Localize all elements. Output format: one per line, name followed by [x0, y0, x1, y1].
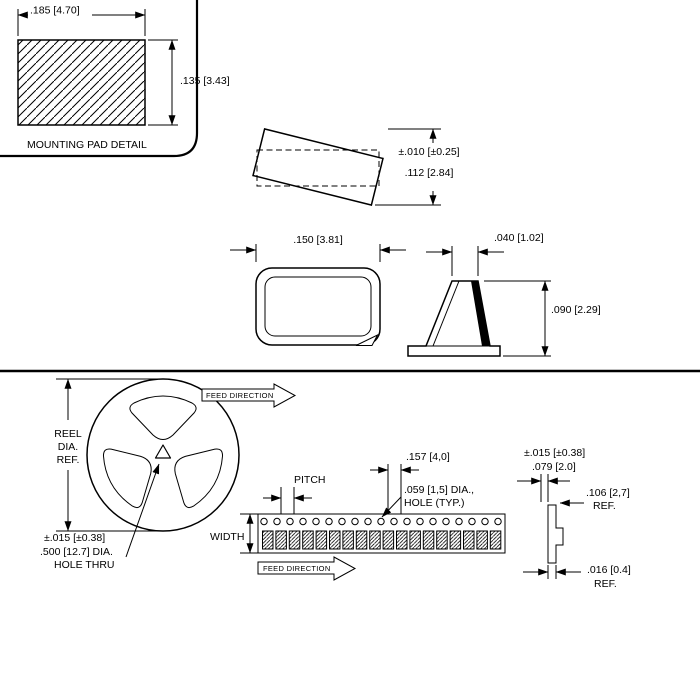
cross-section-outline [547, 504, 564, 564]
dim-edge-tolerance: ±.015 [±0.38] [524, 447, 585, 459]
tilted-component-outline [252, 128, 384, 206]
mounting-pad-hatched-area [17, 39, 146, 126]
seating-plane-view: ±.010 [±0.25] .112 [2.84] [252, 128, 460, 206]
pocket-depth-note-line2: REF. [593, 500, 616, 512]
dim-side-top-width: .040 [1.02] [494, 232, 544, 244]
hub-hole-note-line1: ±.015 [±0.38] [44, 532, 105, 544]
width-label: WIDTH [210, 531, 244, 543]
reel-cutouts [102, 395, 224, 509]
dim-pad-height: .135 [3.43] [180, 75, 230, 87]
nominal-position-outline [256, 149, 380, 187]
mounting-pad-caption: MOUNTING PAD DETAIL [27, 139, 147, 151]
tape-figure: PITCH .157 [4,0] .059 [1,5] DIA., HOLE (… [210, 451, 506, 581]
hub-hole-triangle [154, 444, 172, 459]
dim-edge-distance: .079 [2.0] [532, 461, 576, 473]
dim-seating-height: .112 [2.84] [405, 167, 454, 179]
feed-direction-arrow-icon [201, 383, 297, 408]
thickness-note-line2: REF. [594, 578, 617, 590]
feed-direction-label-top: FEED DIRECTION [206, 391, 274, 400]
reel-dia-label-line3: REF. [57, 454, 80, 466]
reel-outline [86, 378, 240, 532]
reel-figure: REEL DIA. REF. ±.015 [±0.38] .500 [12.7]… [40, 378, 297, 571]
hole-dia-note-line1: .059 [1,5] DIA., [404, 484, 474, 496]
dim-carrier-width: .150 [3.81] [293, 234, 343, 246]
frame-corner-line [0, 0, 199, 158]
tape-cross-section: ±.015 [±0.38] .079 [2.0] .106 [2,7] REF.… [517, 447, 631, 590]
dim-pad-width: .185 [4.70] [30, 5, 80, 17]
tape-pockets [262, 530, 502, 550]
right-wall-section [471, 281, 490, 346]
carrier-outer-outline [255, 267, 381, 346]
thickness-note-line1: .016 [0.4] [587, 564, 631, 576]
mounting-pad-detail: .185 [4.70] .135 [3.43] MOUNTING PAD DET… [17, 3, 230, 151]
pocket-depth-note-line1: .106 [2,7] [586, 487, 630, 499]
dim-text-mask [28, 3, 92, 16]
feed-direction-arrow-icon [257, 556, 357, 581]
carrier-top-view: .150 [3.81] [230, 234, 406, 346]
hub-hole-note-line2: .500 [12.7] DIA. [40, 546, 113, 558]
carrier-side-view: .040 [1.02] .090 [2.29] [407, 232, 601, 357]
carrier-inner-outline [264, 276, 372, 337]
reel-dia-label-line2: DIA. [58, 441, 78, 453]
hub-hole-leader-arrow [125, 463, 160, 558]
dim-seating-tolerance: ±.010 [±0.25] [398, 146, 459, 158]
hole-dia-leader-arrow [381, 496, 402, 518]
tape-strip-outline [257, 513, 506, 554]
dim-side-height: .090 [2.29] [551, 304, 601, 316]
reel-dia-label-line1: REEL [54, 428, 82, 440]
corner-notch [355, 333, 379, 346]
pitch-label: PITCH [294, 474, 326, 486]
hub-hole-note-line3: HOLE THRU [54, 559, 114, 571]
hole-dia-note-line2: HOLE (TYP.) [404, 497, 465, 509]
sprocket-holes [260, 517, 502, 526]
left-wall-inner-line [432, 280, 460, 347]
feed-direction-label-bottom: FEED DIRECTION [263, 564, 331, 573]
dim-hole-pitch: .157 [4,0] [406, 451, 450, 463]
